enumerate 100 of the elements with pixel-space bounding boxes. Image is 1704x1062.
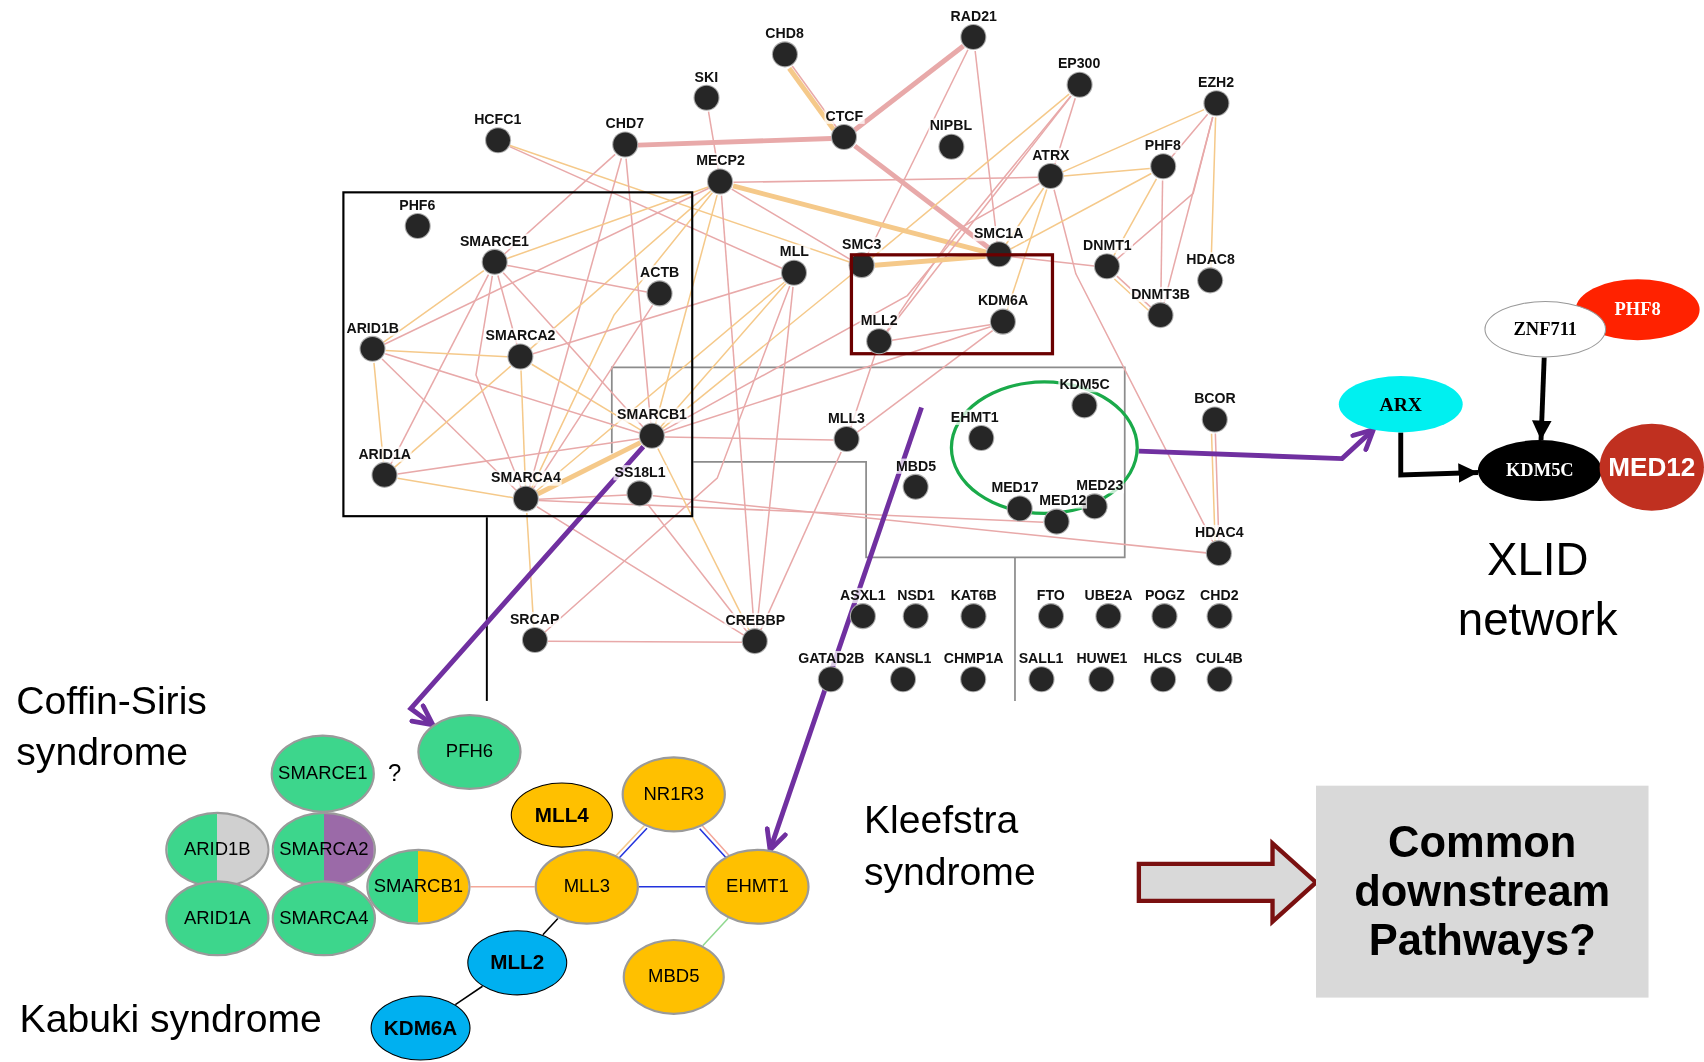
interaction-line: [506, 264, 648, 293]
interaction-line: [384, 353, 641, 434]
interaction-line: [469, 886, 536, 888]
gene-label: MED12: [1038, 493, 1088, 509]
interaction-line: [538, 494, 628, 500]
gene-label: ASXL1: [839, 587, 887, 604]
gene-label: NIPBL: [928, 118, 974, 134]
interaction-line: [647, 503, 748, 633]
question-mark: ?: [387, 758, 403, 789]
interaction-line: [732, 176, 1039, 184]
interaction-line: [546, 640, 743, 643]
gene-ellipse: ZNF711: [1484, 301, 1607, 358]
interaction-line: [538, 499, 1044, 523]
gene-ellipse: KDM6A: [370, 995, 471, 1061]
interaction-line: [536, 506, 745, 637]
gene-label: SMC3: [841, 236, 883, 253]
gene-label: PHF8: [1143, 138, 1182, 154]
gene-ellipse: EHMT1: [705, 848, 810, 925]
gene-label: PHF6: [398, 197, 437, 213]
arrow: [407, 444, 646, 728]
interaction-line: [530, 191, 714, 489]
interaction-line: [383, 187, 710, 345]
interaction-line: [637, 136, 832, 148]
gene-label: ARID1B: [345, 320, 401, 336]
interaction-line: [530, 363, 642, 431]
arrow: [1532, 357, 1552, 441]
gene-ellipse: ARX: [1338, 376, 1463, 433]
interaction-line: [393, 365, 512, 469]
gene-ellipse: SMARCE1: [270, 734, 375, 813]
interaction-line: [1010, 256, 1096, 267]
interaction-line: [532, 276, 783, 355]
interaction-line: [1063, 167, 1151, 177]
interaction-line: [856, 329, 994, 434]
interaction-line: [543, 285, 791, 634]
gene-label: DNMT3B: [1130, 286, 1192, 303]
gene-ellipse: MLL3: [534, 848, 639, 925]
gene-label: CREBBP: [724, 612, 787, 629]
gene-label: SMARCE1: [458, 233, 531, 249]
interaction-line: [1170, 113, 1209, 159]
gene-label: ARID1A: [357, 446, 413, 462]
caption-text: XLID network: [1456, 532, 1619, 646]
callout-box: Common downstream Pathways?: [1316, 785, 1649, 998]
interaction-line: [638, 886, 707, 888]
gene-ellipse: PFH6: [417, 713, 522, 791]
interaction-line: [662, 95, 1072, 432]
interaction-line: [886, 95, 1072, 333]
interaction-line: [1062, 108, 1205, 173]
gene-label: KDM6A: [976, 293, 1030, 309]
interaction-line: [529, 190, 712, 350]
interaction-line: [535, 281, 786, 493]
gene-label: ACTB: [638, 265, 681, 281]
gene-label: CTCF: [824, 108, 865, 124]
gene-label: MED17: [990, 480, 1040, 496]
interaction-line: [853, 44, 965, 132]
interaction-line: [702, 917, 729, 947]
interaction-line: [532, 304, 654, 490]
interaction-line: [396, 477, 514, 499]
gene-label: MLL3: [827, 410, 867, 426]
interaction-line: [454, 985, 484, 1006]
interaction-line: [1009, 172, 1153, 250]
gene-label: MED23: [1075, 478, 1125, 494]
gene-label: SKI: [693, 69, 720, 85]
interaction-line: [663, 326, 992, 434]
interaction-line: [885, 182, 1041, 333]
arrow: [1398, 432, 1479, 483]
interaction-line: [509, 144, 851, 263]
gene-ellipse: MLL4: [510, 782, 613, 848]
interaction-line: [664, 436, 835, 441]
interaction-line: [730, 188, 852, 261]
gene-label: SMARCB1: [616, 407, 689, 423]
gene-label: KDM5C: [1058, 377, 1111, 393]
interaction-line: [508, 145, 784, 270]
gene-label: DNMT1: [1081, 238, 1133, 254]
gene-label: HDAC8: [1185, 252, 1236, 268]
interaction-line: [536, 440, 642, 497]
caption-text: Coffin-Siris syndrome: [16, 677, 208, 776]
group-frame: [342, 191, 694, 518]
gene-ellipse: SMARCA4: [271, 880, 376, 957]
interaction-line: [891, 324, 991, 342]
gene-label: SMARCA2: [484, 328, 557, 344]
arrow: [1138, 427, 1376, 462]
gene-label: SS18L1: [613, 465, 667, 481]
gene-ellipse: NR1R3: [621, 756, 726, 833]
caption-text: Kleefstra syndrome: [863, 796, 1037, 896]
gene-label: GATAD2B: [797, 650, 866, 667]
interaction-line: [382, 269, 485, 344]
gene-label: ATRX: [1031, 147, 1071, 163]
gene-label: SMC1A: [972, 226, 1025, 242]
gene-label: SMARCA4: [489, 470, 562, 486]
gene-label: SRCAP: [508, 611, 561, 628]
gene-ellipse: ARID1A: [165, 880, 270, 957]
interaction-line: [505, 186, 709, 260]
interaction-line: [853, 143, 990, 250]
interaction-line: [502, 271, 644, 428]
gene-label: MECP2: [695, 153, 746, 169]
gene-label: EHMT1: [949, 409, 1000, 425]
interaction-line: [652, 495, 1208, 554]
gene-label: HDAC4: [1193, 524, 1245, 541]
interaction-line: [381, 358, 518, 492]
gene-ellipse: KDM5C: [1477, 440, 1602, 501]
